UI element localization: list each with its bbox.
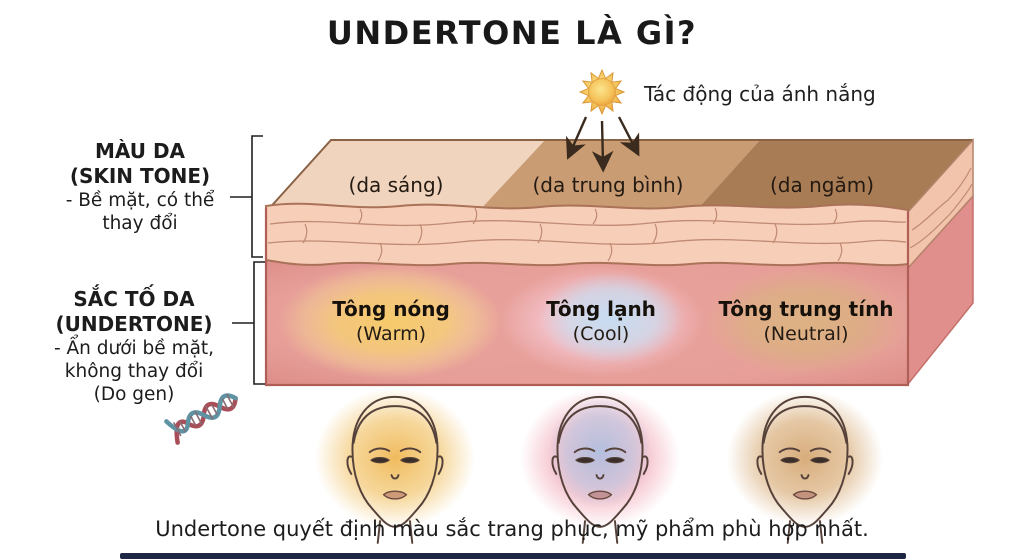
- cool-undertone-face: [520, 388, 680, 544]
- neutral-tone-en: (Neutral): [763, 323, 849, 345]
- sunlight-arrows: [565, 116, 640, 173]
- undertone-label-line2: (UNDERTONE): [55, 312, 213, 336]
- skin-tone-label-line2: (SKIN TONE): [69, 164, 211, 188]
- dna-icon: [164, 393, 238, 445]
- surface-section-dark: [695, 140, 973, 212]
- sunlight-label: Tác động của ánh nắng: [644, 82, 876, 106]
- sun-icon: [578, 68, 626, 116]
- undertone-label-line3: - Ẩn dưới bề mặt,: [53, 338, 215, 359]
- undertone-label-line5: (Do gen): [93, 384, 175, 405]
- warm-tone-en: (Warm): [355, 323, 427, 345]
- epidermis-layer: [265, 202, 909, 267]
- undertone-label-line4: không thay đổi: [64, 361, 204, 382]
- warm-tone-label: Tông nóng (Warm): [332, 296, 450, 347]
- neutral-tone-label: Tông trung tính (Neutral): [718, 296, 893, 347]
- undertone-label-block: SẮC TỐ DA (UNDERTONE) - Ẩn dưới bề mặt, …: [14, 287, 254, 406]
- cool-tone-label: Tông lạnh (Cool): [546, 296, 656, 347]
- surface-label-light: (da sáng): [348, 173, 444, 197]
- bottom-caption: Undertone quyết định màu sắc trang phục,…: [155, 517, 869, 541]
- page-title: UNDERTONE LÀ GÌ?: [326, 14, 698, 52]
- arrow-down-right-icon: [617, 116, 640, 157]
- skin-tone-label-line3: - Bề mặt, có thể: [65, 190, 215, 211]
- cool-tone-en: (Cool): [572, 323, 630, 345]
- warm-undertone-face: [315, 388, 475, 544]
- warm-tone-name: Tông nóng: [332, 297, 450, 321]
- skin-tone-label-line4: thay đổi: [102, 213, 178, 234]
- neutral-undertone-face: [727, 390, 883, 544]
- surface-section-medium: [478, 140, 760, 212]
- footer-bar: [120, 553, 906, 559]
- skin-surface-top-face: [265, 139, 973, 213]
- skin-tone-label-block: MÀU DA (SKIN TONE) - Bề mặt, có thể thay…: [28, 139, 252, 235]
- undertone-label-line1: SẮC TỐ DA: [73, 287, 195, 311]
- surface-section-light: [266, 140, 545, 212]
- arrow-down-icon: [591, 120, 614, 173]
- cool-tone-name: Tông lạnh: [546, 297, 656, 321]
- skin-tone-label-line1: MÀU DA: [94, 139, 186, 163]
- surface-label-medium: (da trung bình): [532, 173, 684, 197]
- neutral-tone-name: Tông trung tính: [718, 297, 894, 321]
- skin-block-3d: [264, 138, 974, 387]
- arrow-down-left-icon: [565, 116, 588, 160]
- skin-tone-bracket: [251, 135, 263, 258]
- undertone-layer: [266, 256, 908, 385]
- surface-label-dark: (da ngăm): [769, 173, 875, 197]
- undertone-bracket: [253, 261, 265, 385]
